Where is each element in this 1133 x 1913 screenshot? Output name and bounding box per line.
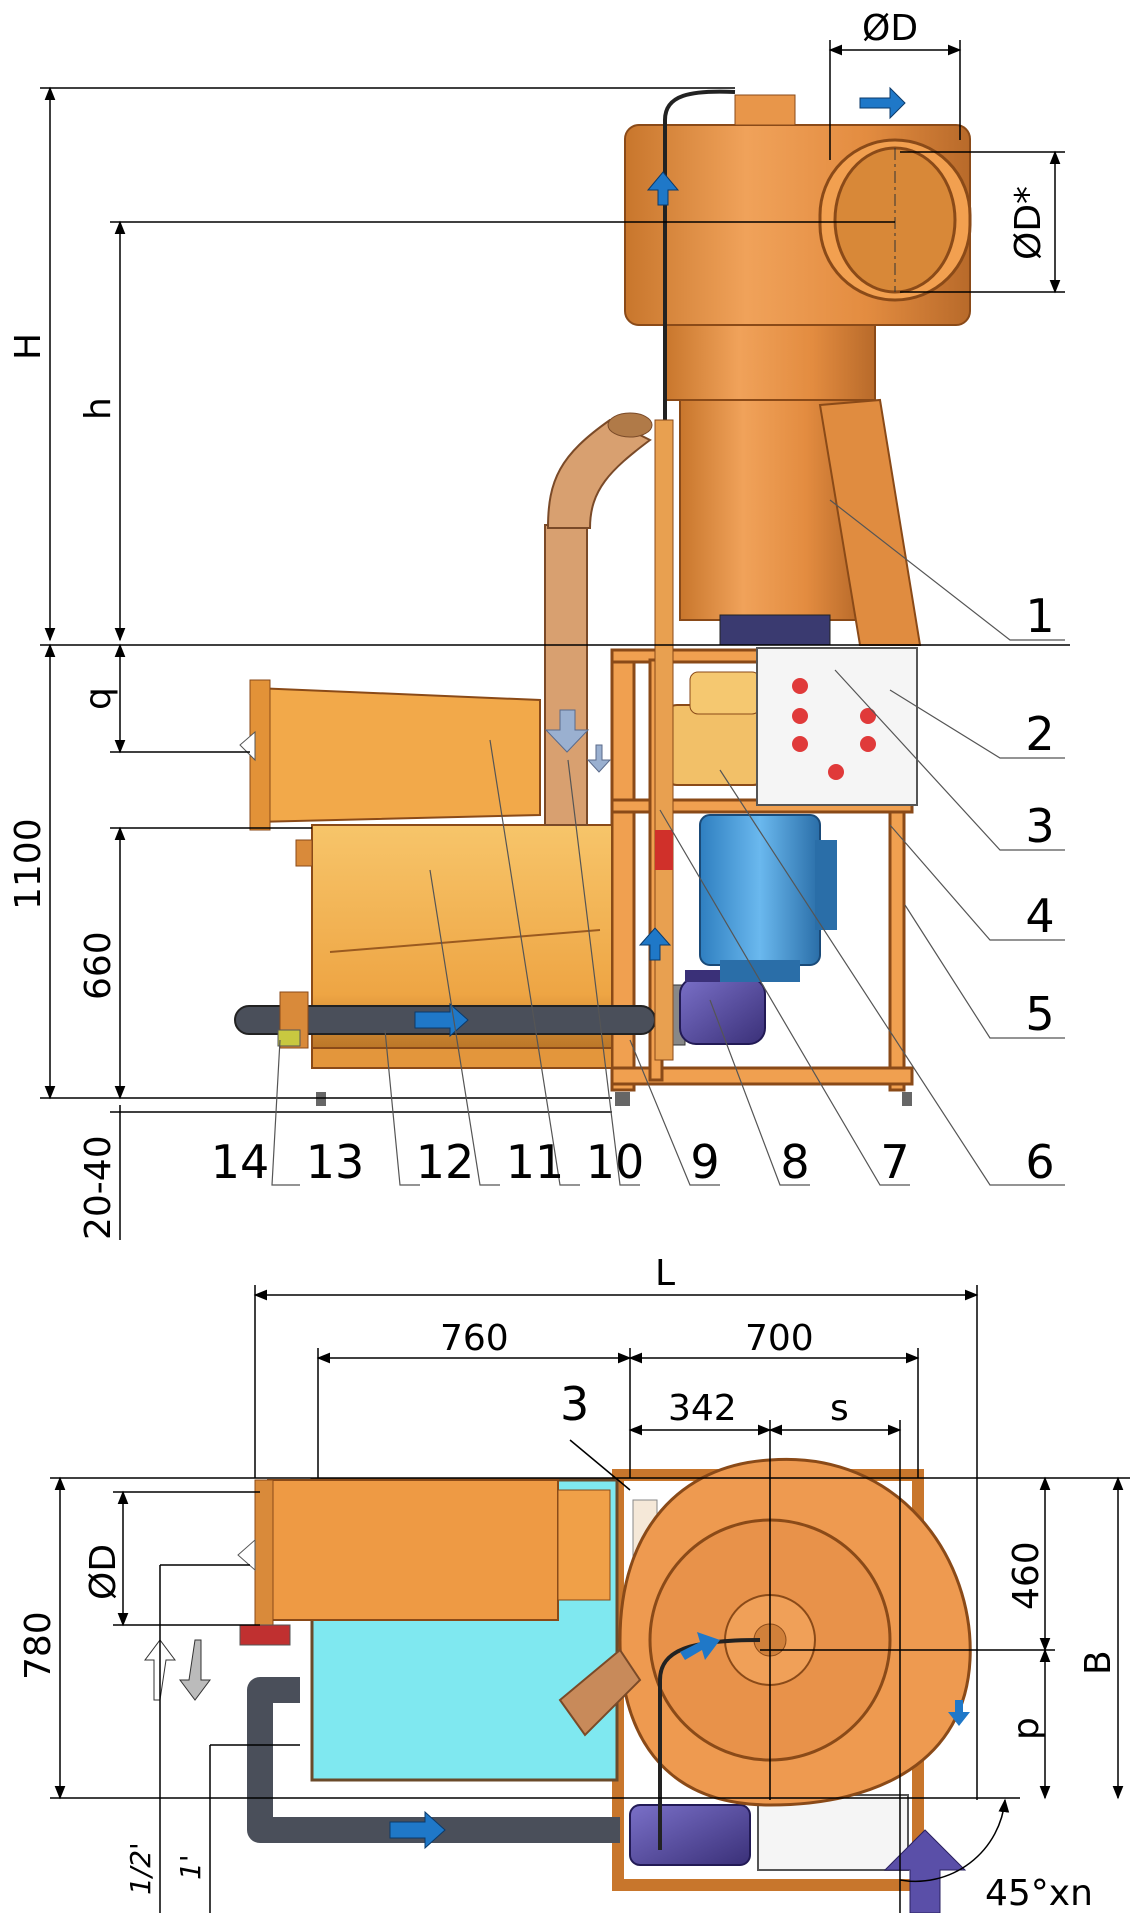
dim-q: q — [78, 687, 119, 710]
dim-342: 342 — [668, 1388, 737, 1429]
dim-20-40: 20-40 — [78, 1135, 119, 1240]
top-view — [50, 1285, 1130, 1913]
callout-11: 11 — [506, 1135, 565, 1189]
dim-angle: 45°xn — [985, 1873, 1093, 1913]
dim-460: 460 — [1006, 1541, 1047, 1610]
callout-leaders — [271, 499, 1065, 1186]
callout-9: 9 — [690, 1135, 719, 1189]
dim-L: L — [655, 1253, 675, 1294]
side-view — [40, 40, 1070, 1240]
callout-4: 4 — [1025, 889, 1054, 943]
top-control-box — [757, 1794, 909, 1871]
top-dosing-tube — [658, 1638, 761, 1850]
callout-12: 12 — [416, 1135, 475, 1189]
callout-7: 7 — [880, 1135, 909, 1189]
dim-h: h — [78, 397, 119, 420]
callout-numbers: 1 2 3 4 5 6 7 8 9 10 11 12 13 14 — [211, 589, 1055, 1189]
callout-10: 10 — [586, 1135, 645, 1189]
dim-700: 700 — [745, 1318, 814, 1359]
callout-6: 6 — [1025, 1135, 1054, 1189]
dimension-lines — [40, 40, 1070, 1240]
dim-760: 760 — [440, 1318, 509, 1359]
dim-s: s — [830, 1388, 849, 1429]
callout-8: 8 — [780, 1135, 809, 1189]
fan-housing — [664, 671, 766, 786]
dim-ref-3: 3 — [560, 1377, 589, 1431]
dim-660: 660 — [78, 931, 119, 1000]
control-box — [756, 647, 918, 806]
top-dimension-lines — [50, 1285, 1130, 1913]
top-return-pipe — [558, 1648, 642, 1737]
top-inlet — [267, 1479, 559, 1621]
callout-3: 3 — [1025, 799, 1054, 853]
dim-780: 780 — [18, 1611, 59, 1680]
dim-B: B — [1078, 1650, 1119, 1675]
top-pump — [629, 1804, 751, 1866]
callout-13: 13 — [306, 1135, 365, 1189]
callout-5: 5 — [1025, 987, 1054, 1041]
dim-H: H — [8, 333, 49, 360]
dim-1100: 1100 — [8, 818, 49, 910]
dim-pipe-one-inch: 1' — [174, 1854, 207, 1880]
cyclone — [624, 94, 972, 646]
callout-14: 14 — [211, 1135, 270, 1189]
callout-1: 1 — [1025, 589, 1054, 643]
top-flow-arrows — [144, 1632, 970, 1913]
side-dimension-labels: ØD ØD* H h q 1100 660 20-40 — [8, 8, 1049, 1240]
dim-D-top: ØD — [862, 8, 918, 49]
dim-p: p — [1006, 1717, 1047, 1740]
dim-D-top-view: ØD — [83, 1544, 124, 1600]
return-pipe — [544, 412, 653, 826]
inlet-cone — [239, 679, 541, 831]
dim-D-star: ØD* — [1008, 186, 1049, 260]
motor — [699, 814, 837, 982]
callout-2: 2 — [1025, 707, 1054, 761]
frame-feet — [316, 1092, 912, 1106]
dosing-tube — [654, 89, 736, 1061]
dim-pipe-half-inch: 1/2' — [124, 1842, 157, 1895]
top-dimension-labels: L 760 700 342 s 3 780 460 p B ØD 1/2' 1'… — [18, 1253, 1119, 1913]
